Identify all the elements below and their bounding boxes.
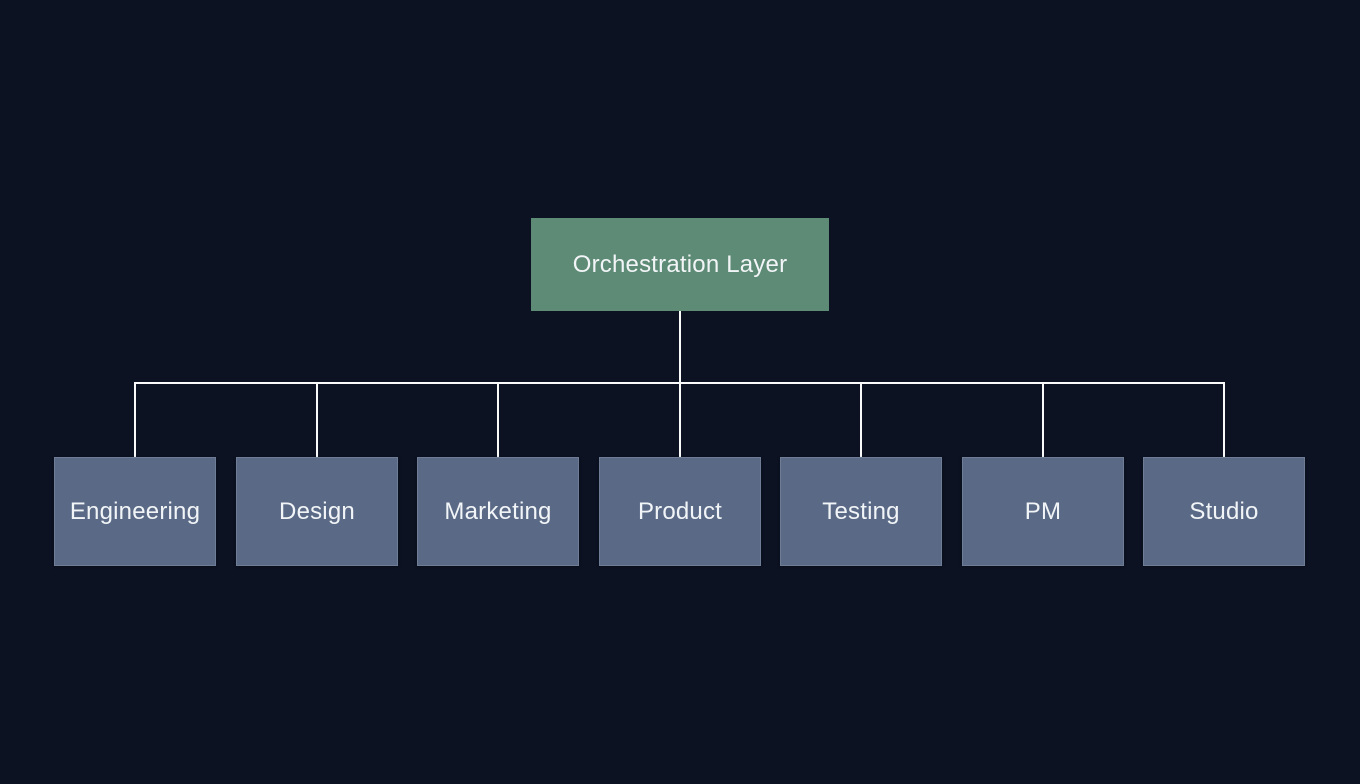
node-testing[interactable]: Testing: [780, 457, 942, 566]
node-label: Product: [637, 497, 723, 525]
connector-drop-engineering: [134, 383, 136, 457]
node-label: Design: [279, 497, 355, 525]
node-label: Engineering: [69, 497, 201, 525]
node-pm[interactable]: PM: [962, 457, 1124, 566]
node-label: Marketing: [444, 497, 552, 525]
connector-drop-design: [316, 383, 318, 457]
node-orchestration-layer[interactable]: Orchestration Layer: [531, 218, 829, 311]
connector-drop-product: [679, 383, 681, 457]
node-label: Studio: [1189, 497, 1259, 525]
connector-root-stem: [679, 311, 681, 383]
node-engineering[interactable]: Engineering: [54, 457, 216, 566]
node-design[interactable]: Design: [236, 457, 398, 566]
connector-drop-pm: [1042, 383, 1044, 457]
connector-drop-marketing: [497, 383, 499, 457]
node-marketing[interactable]: Marketing: [417, 457, 579, 566]
node-label: Orchestration Layer: [572, 250, 788, 278]
node-product[interactable]: Product: [599, 457, 761, 566]
node-label: PM: [1024, 497, 1062, 525]
node-studio[interactable]: Studio: [1143, 457, 1305, 566]
connector-drop-studio: [1223, 383, 1225, 457]
node-label: Testing: [822, 497, 900, 525]
connector-drop-testing: [860, 383, 862, 457]
